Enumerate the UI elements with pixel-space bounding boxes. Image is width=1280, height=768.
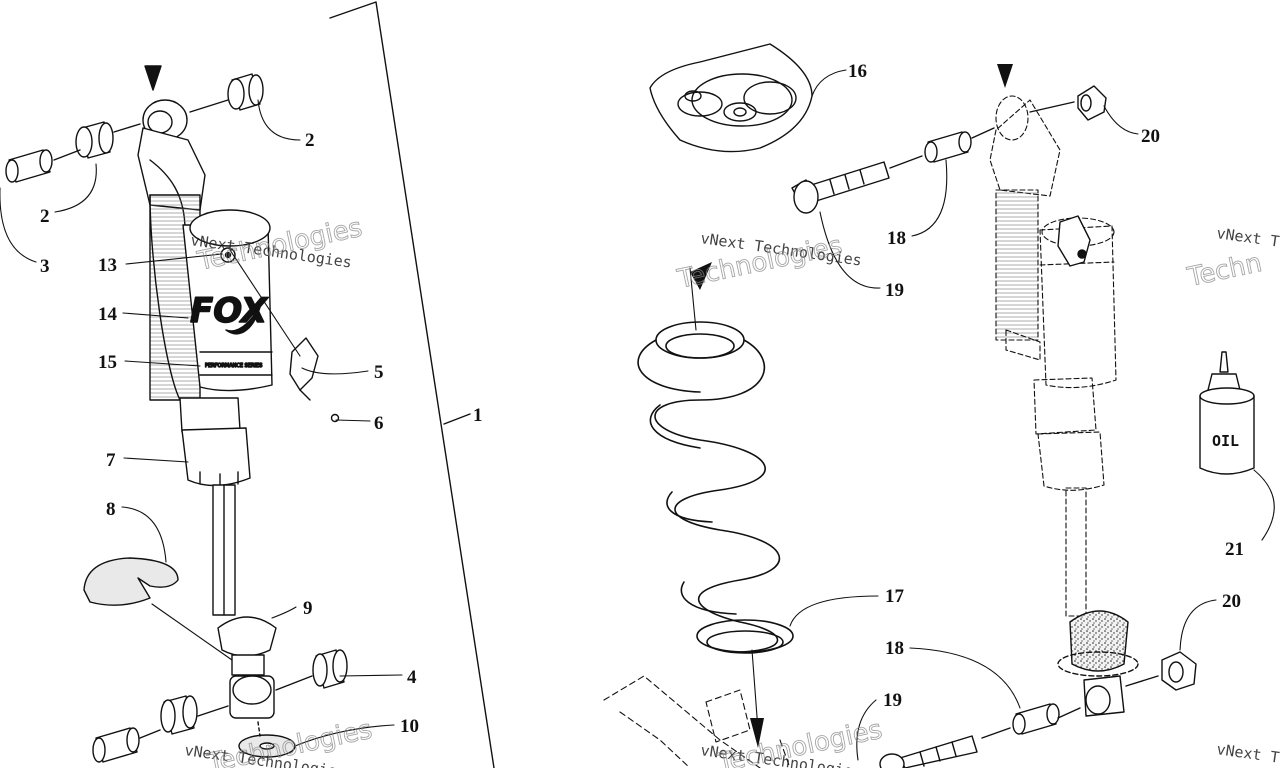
callout-9: 9	[303, 598, 313, 619]
callout-20-lower: 20	[1222, 591, 1241, 612]
bushing-4	[312, 649, 348, 689]
left-hardware	[5, 73, 348, 763]
oil-bottle-21: OIL	[1199, 351, 1255, 475]
callout-16: 16	[848, 61, 867, 82]
watermark-outline: Techn	[1184, 248, 1264, 293]
adjuster-knob-5	[289, 337, 319, 391]
spring-arrow-bottom	[750, 718, 764, 748]
sleeve-18-lower	[981, 703, 1081, 739]
callouts: 1 2 2 3 13 14 15 5 6 7 8 9 4 10 11 16 20…	[40, 61, 1244, 768]
callout-19-upper: 19	[885, 280, 904, 301]
bushing-2a	[75, 121, 114, 159]
nut-20-lower	[1125, 651, 1197, 691]
sleeve-18-upper	[924, 127, 995, 163]
seal-kit-16	[649, 43, 847, 153]
bushing-2b	[227, 73, 264, 111]
callout-8: 8	[106, 499, 116, 520]
bump-stop-installed	[1069, 610, 1129, 672]
watermark-outline: Technologies	[714, 715, 885, 768]
adjuster-knob-installed	[1057, 215, 1091, 267]
left-leader-lines	[0, 99, 403, 747]
bolt-19-upper	[791, 155, 923, 214]
callout-17: 17	[885, 586, 905, 607]
callout-14: 14	[98, 304, 118, 325]
callout-2-upper: 2	[305, 130, 315, 151]
left-shock-absorber: FOX PERFORMANCE SERIES	[137, 65, 277, 719]
callout-18-upper: 18	[887, 228, 906, 249]
callout-5: 5	[374, 362, 384, 383]
assembly-bracket	[329, 1, 495, 768]
oil-bottle-label: OIL	[1212, 432, 1239, 450]
callout-3: 3	[40, 256, 50, 277]
coil-spring-17	[637, 321, 794, 654]
callout-7: 7	[106, 450, 116, 471]
top-mount-arrow	[144, 65, 162, 91]
callout-2-left: 2	[40, 206, 50, 227]
watermark: vNext Te	[1215, 740, 1280, 768]
nut-20-upper	[1029, 85, 1107, 121]
callout-1: 1	[473, 405, 483, 426]
callout-10: 10	[400, 716, 419, 737]
installed-shock-outline	[989, 95, 1117, 617]
watermark-outline: Technologies	[204, 715, 375, 768]
callout-21: 21	[1225, 539, 1244, 560]
callout-13: 13	[98, 255, 117, 276]
top-mount-arrow-right	[997, 64, 1013, 88]
spacer-3	[5, 149, 53, 183]
spanner-wrench-8	[83, 557, 179, 606]
callout-15: 15	[98, 352, 117, 373]
logo-band-text: PERFORMANCE SERIES	[205, 363, 262, 369]
callout-6: 6	[374, 413, 384, 434]
spring-arrow-top	[690, 262, 712, 290]
right-leader-lines	[789, 105, 1275, 761]
callout-19-lower: 19	[883, 690, 902, 711]
svg-text:vNext Te: vNext Te	[1215, 224, 1280, 252]
callout-11: 11	[400, 765, 418, 768]
svg-text:vNext Te: vNext Te	[1215, 740, 1280, 768]
bolt-19-lower	[879, 735, 978, 768]
frame-outline	[603, 675, 791, 768]
callout-4: 4	[407, 667, 417, 688]
callout-18-lower: 18	[885, 638, 904, 659]
callout-20-upper: 20	[1141, 126, 1160, 147]
watermark: vNext Te	[1215, 224, 1280, 252]
